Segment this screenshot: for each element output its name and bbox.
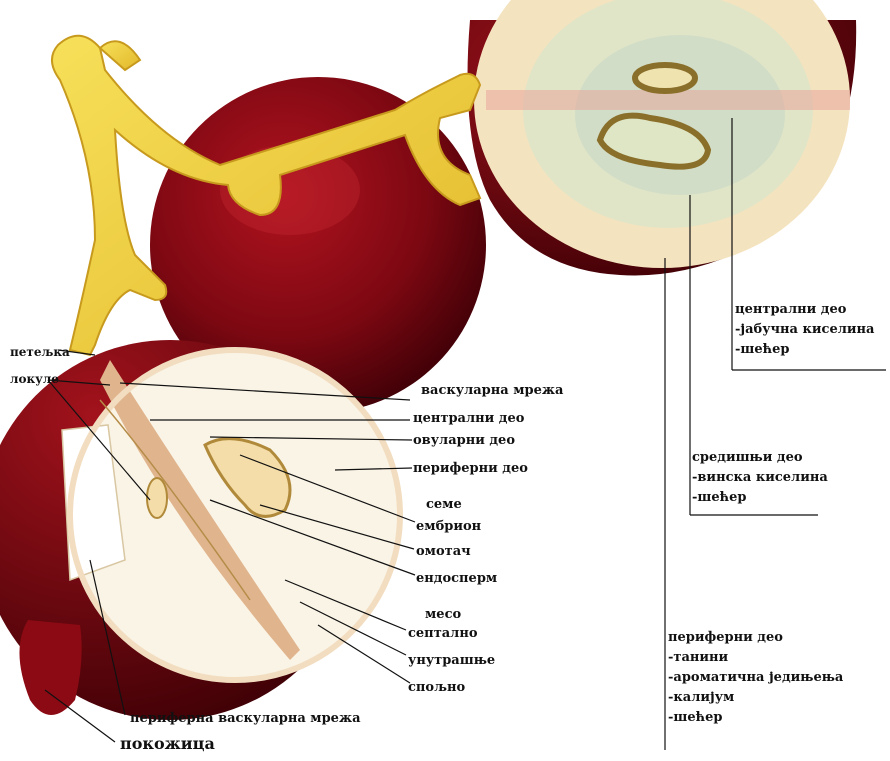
zone-central-block: централни део -јабучна киселина -шећер [735, 300, 874, 360]
label-septal: септално [408, 626, 478, 641]
label-ovular-part: овуларни део [413, 433, 515, 448]
zone-central-item: -јабучна киселина [735, 320, 874, 340]
label-central-part: централни део [413, 411, 524, 426]
zone-middle-block: средишњи део -винска киселина -шећер [692, 448, 828, 508]
skin-tongue [19, 620, 81, 715]
label-peripheral-vascular-net: периферна васкуларна мрежа [130, 711, 361, 726]
label-seed: семе [426, 497, 462, 512]
label-embryo: ембрион [416, 519, 481, 534]
zone-peripheral-block: периферни део -танини -ароматична једиње… [668, 628, 843, 728]
label-skin: покожица [120, 736, 215, 751]
label-peripheral-part: периферни део [413, 461, 528, 476]
zone-peripheral-item: -калијум [668, 688, 843, 708]
zone-peripheral-item: -шећер [668, 708, 843, 728]
cross-section-bottom-left [0, 340, 400, 720]
label-flesh: месо [425, 607, 461, 622]
label-stem: петељка [10, 345, 70, 360]
zone-middle-item: -винска киселина [692, 468, 828, 488]
zone-peripheral-title: периферни део [668, 628, 843, 648]
seed-top [635, 65, 695, 91]
zone-peripheral-item: -ароматична једињења [668, 668, 843, 688]
zone-central-item: -шећер [735, 340, 874, 360]
label-outer: спољно [408, 680, 465, 695]
label-endosperm: ендосперм [416, 571, 497, 586]
flesh-center [575, 35, 785, 195]
zone-middle-title: средишњи део [692, 448, 828, 468]
label-locules: локуле [10, 372, 59, 387]
cross-section-top-right [468, 0, 857, 275]
zone-peripheral-item: -танини [668, 648, 843, 668]
label-vascular-net: васкуларна мрежа [421, 383, 563, 398]
zone-central-title: централни део [735, 300, 874, 320]
label-coat: омотач [416, 544, 471, 559]
label-inner: унутрашње [408, 653, 495, 668]
zone-middle-item: -шећер [692, 488, 828, 508]
ovule-small [147, 478, 167, 518]
